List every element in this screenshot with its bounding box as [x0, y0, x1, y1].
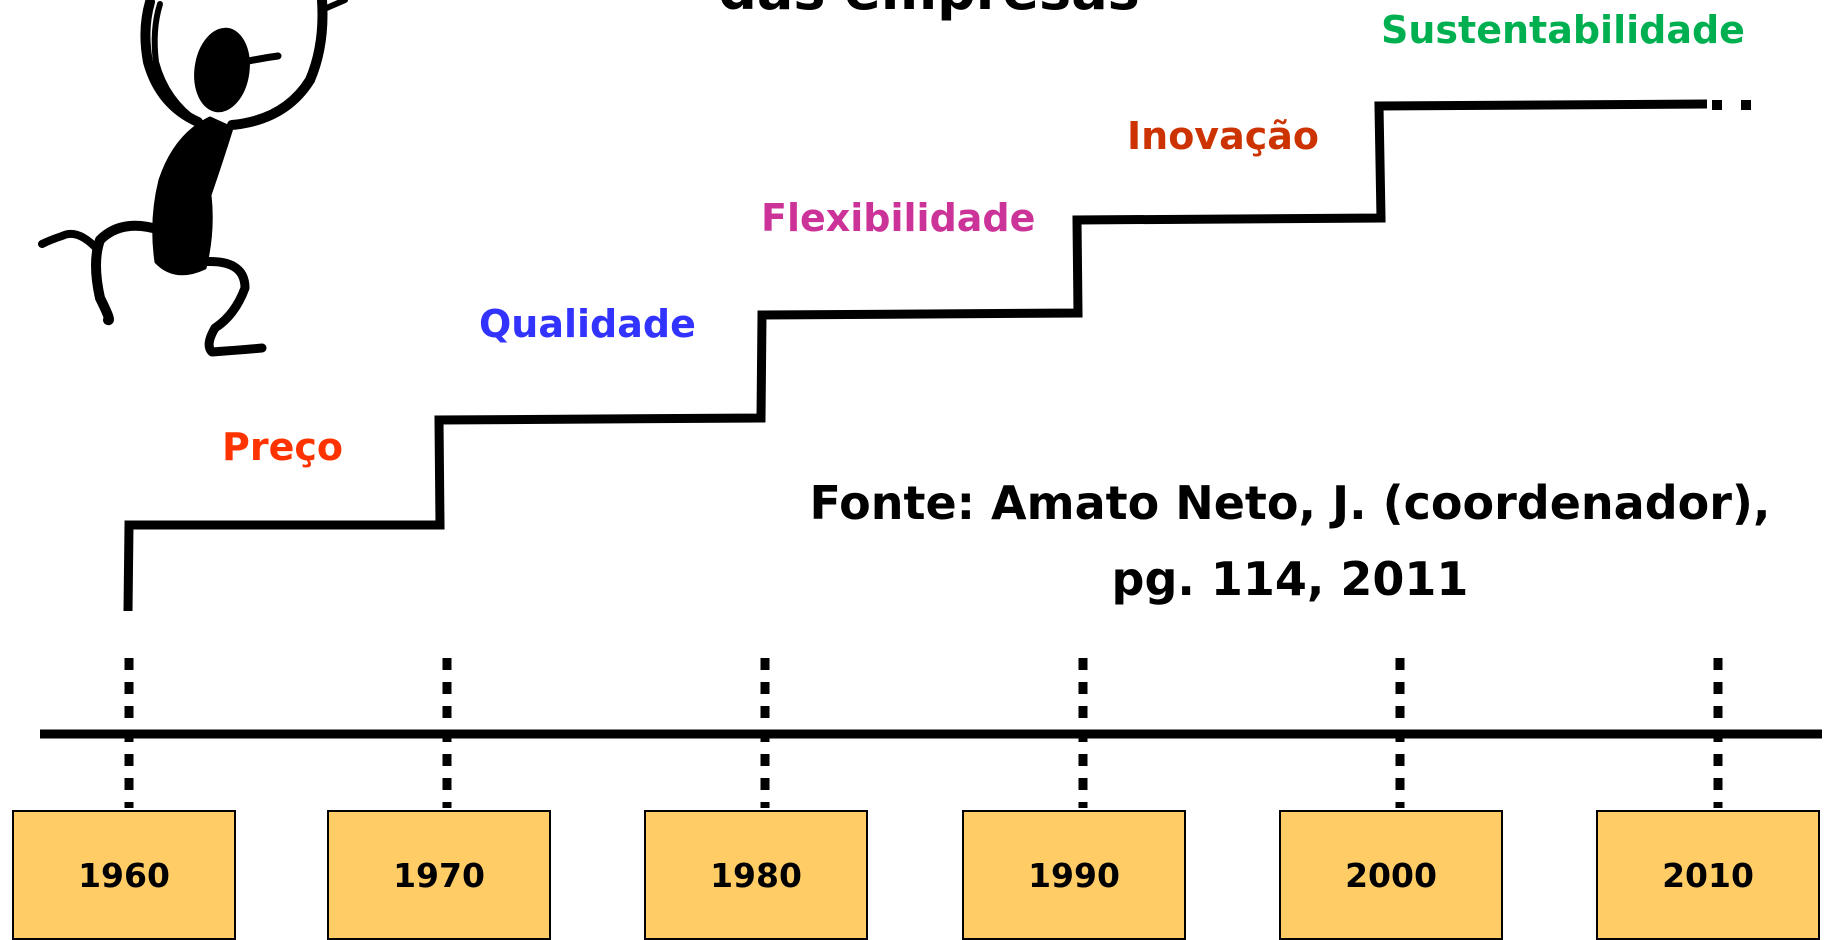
year-box-1980: 1980 — [644, 810, 868, 940]
stair-label-sustentabilidade: Sustentabilidade — [1381, 8, 1745, 52]
slide-title-partial: das empresas — [684, 0, 1174, 18]
year-label: 1960 — [78, 856, 170, 895]
year-box-2010: 2010 — [1596, 810, 1820, 940]
stair-label-flexibilidade: Flexibilidade — [761, 196, 1036, 240]
source-line-2: pg. 114, 2011 — [1111, 552, 1469, 606]
continuation-dot — [1741, 100, 1751, 110]
year-box-1990: 1990 — [962, 810, 1186, 940]
year-box-1970: 1970 — [327, 810, 551, 940]
stair-label-preco: Preço — [222, 425, 343, 469]
source-line-1: Fonte: Amato Neto, J. (coordenador), — [809, 476, 1771, 530]
stair-label-qualidade: Qualidade — [479, 302, 696, 346]
climbing-figure-icon — [38, 0, 348, 357]
year-box-2000: 2000 — [1279, 810, 1503, 940]
year-box-1960: 1960 — [12, 810, 236, 940]
year-label: 1970 — [393, 856, 485, 895]
stair-label-inovacao: Inovação — [1127, 114, 1319, 158]
year-label: 2000 — [1345, 856, 1437, 895]
staircase-line — [123, 99, 1708, 612]
year-label: 1990 — [1028, 856, 1120, 895]
year-label: 1980 — [710, 856, 802, 895]
continuation-dot — [1712, 100, 1722, 110]
source-citation: Fonte: Amato Neto, J. (coordenador), pg.… — [790, 465, 1790, 617]
year-label: 2010 — [1662, 856, 1754, 895]
